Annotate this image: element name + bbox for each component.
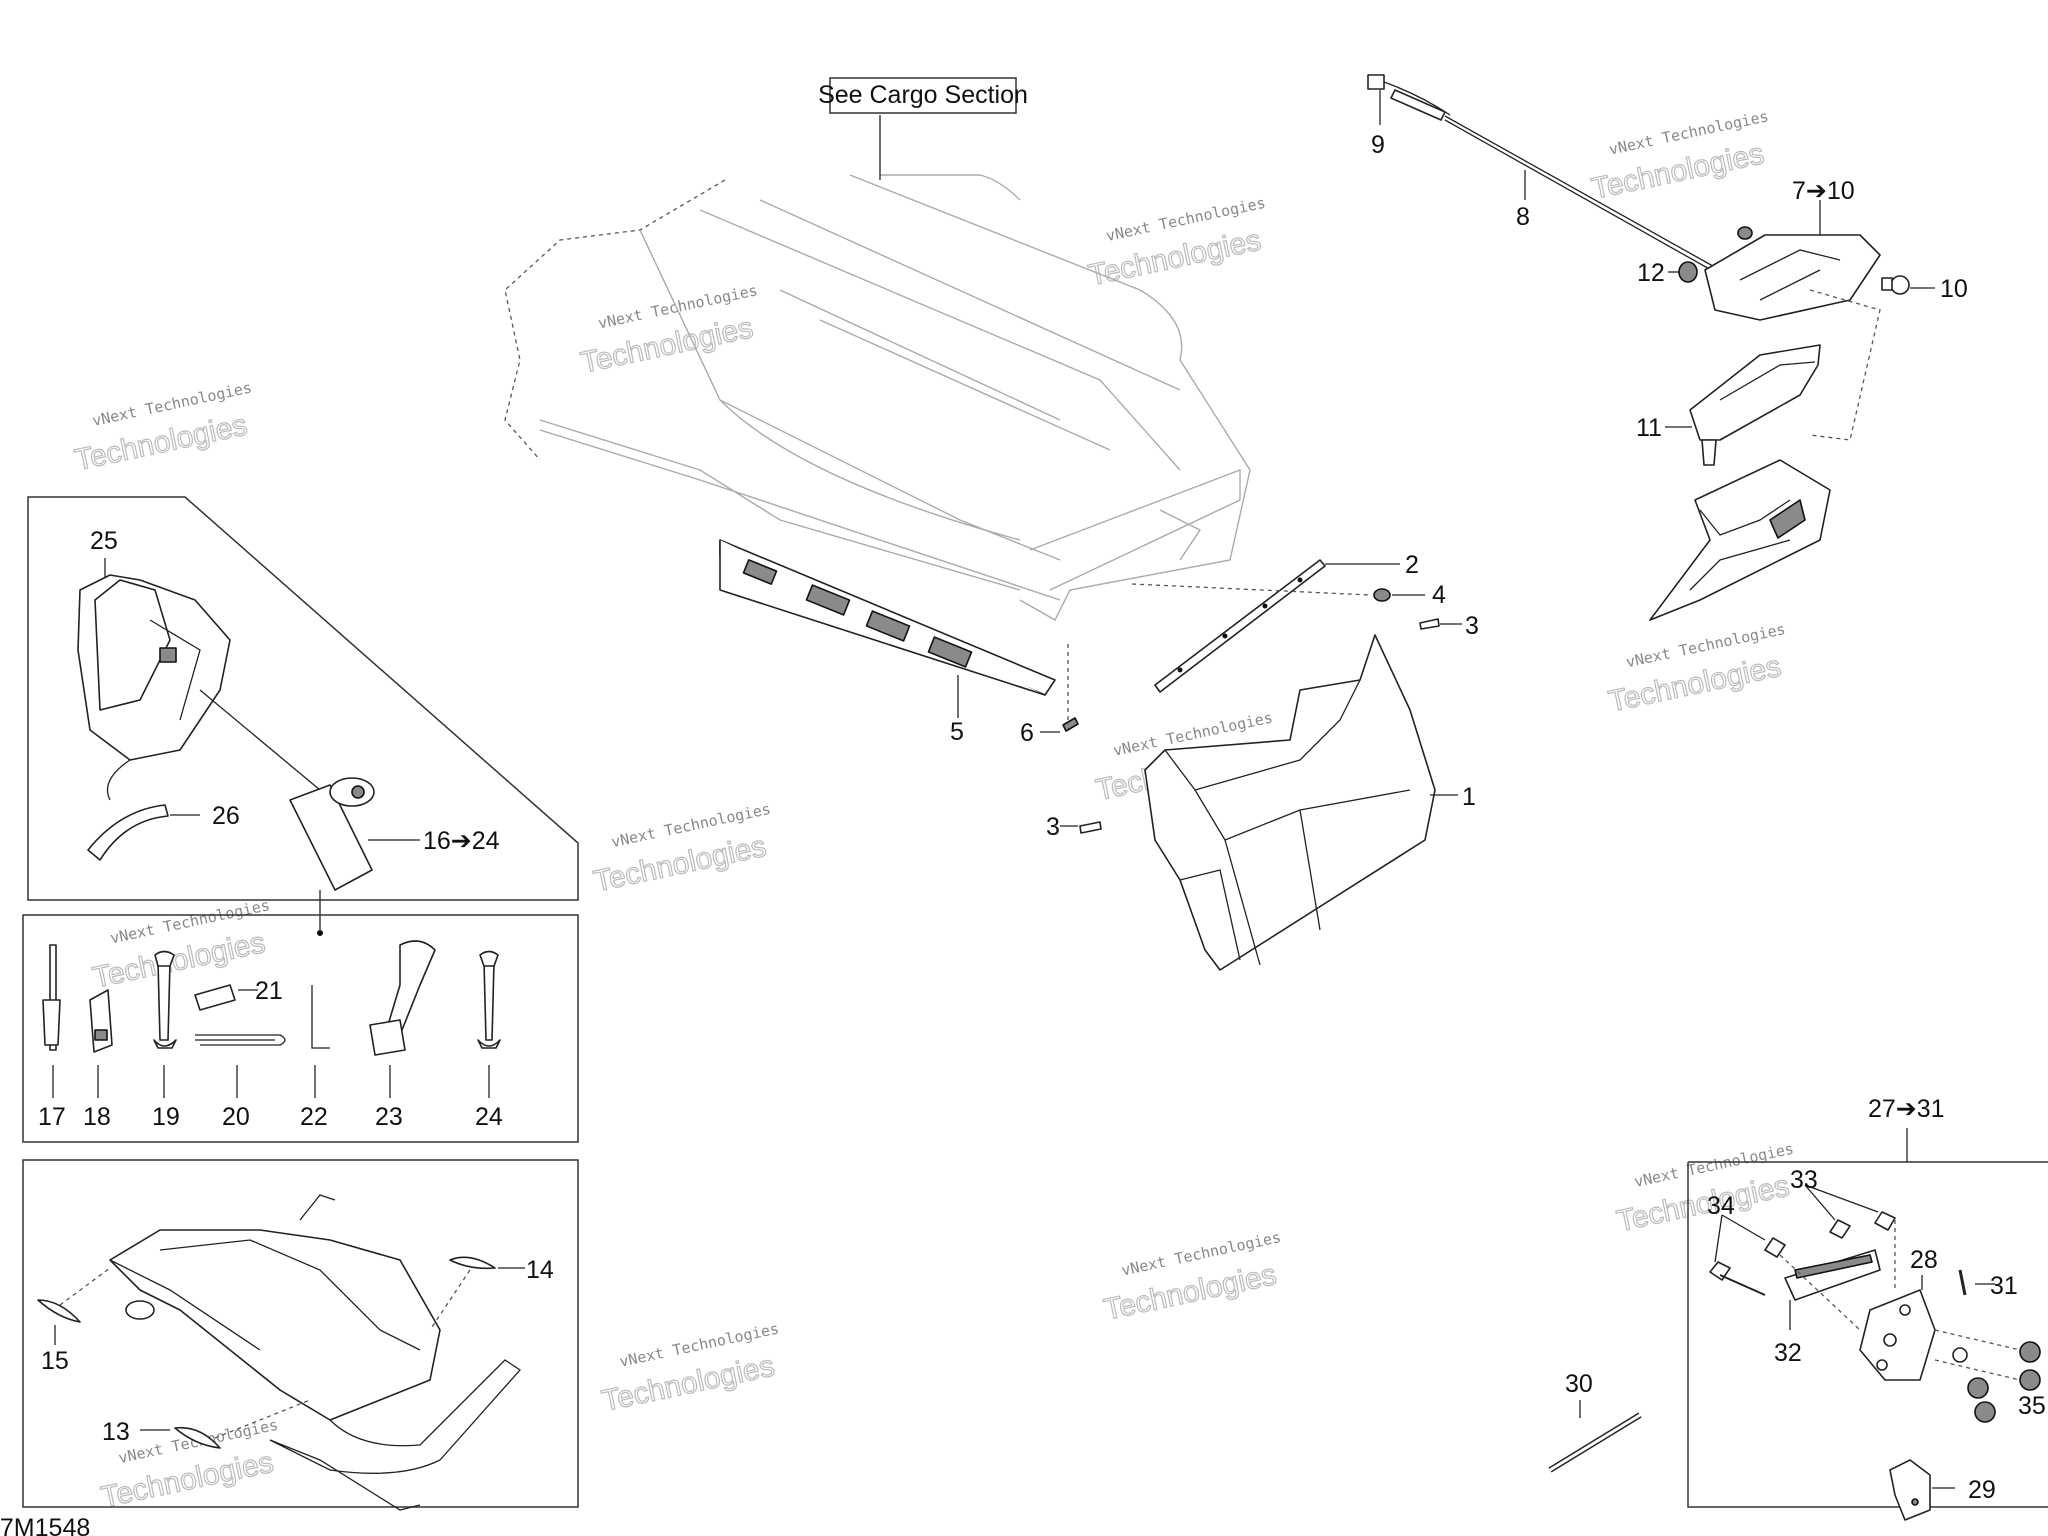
bolts-part-33 — [1804, 1184, 1896, 1239]
watermark-4: Technologies vNext Technologies — [1588, 107, 1770, 206]
tool-kit-panel — [27, 496, 579, 901]
callout-3-top: 3 — [1465, 612, 1479, 640]
callout-6: 6 — [1020, 719, 1034, 747]
watermark-10: Technologies vNext Technologies — [599, 1319, 781, 1418]
callout-13: 13 — [102, 1418, 130, 1446]
callout-31: 31 — [1990, 1272, 2018, 1300]
leader-dash — [1131, 583, 1371, 596]
watermark-6: Technologies vNext Technologies — [590, 800, 772, 899]
callout-27-31: 27➔31 — [1868, 1095, 1945, 1123]
rear-flap-part-1 — [1144, 634, 1458, 971]
bolts-part-34 — [1709, 1214, 1786, 1296]
rivet-part-6 — [1040, 640, 1079, 733]
wrench-part-19 — [153, 950, 177, 1098]
callout-12: 12 — [1637, 259, 1665, 287]
callout-11: 11 — [1636, 414, 1662, 442]
watermark-2: Technologies vNext Technologies — [577, 281, 759, 380]
callout-3-bottom: 3 — [1046, 813, 1060, 841]
watermark-1: Technologies vNext Technologies — [71, 378, 253, 477]
callout-30: 30 — [1565, 1370, 1593, 1398]
cargo-rack-ghost — [504, 115, 1251, 621]
lens-part-11 — [1665, 344, 1821, 466]
strap-part-26 — [87, 804, 200, 861]
callout-28: 28 — [1910, 1246, 1938, 1274]
callout-20: 20 — [222, 1103, 250, 1131]
callout-1: 1 — [1462, 783, 1476, 811]
pin-part-30 — [1548, 1400, 1642, 1473]
callout-29: 29 — [1968, 1476, 1996, 1504]
spark-plug-socket-part-18 — [89, 989, 113, 1098]
screwdriver-part-17 — [42, 944, 61, 1098]
washer-part-4 — [1373, 588, 1425, 602]
callout-15: 15 — [41, 1347, 69, 1375]
nuts-part-35 — [1934, 1329, 2041, 1423]
tool-bag-part-16-24 — [289, 777, 420, 936]
callout-25: 25 — [90, 527, 118, 555]
callout-4: 4 — [1432, 581, 1446, 609]
decal-part-13 — [140, 1399, 311, 1449]
svg-text:See Cargo Section: See Cargo Section — [818, 81, 1028, 109]
side-rail-part-5 — [719, 539, 1056, 718]
grommet-part-12 — [1668, 261, 1698, 283]
callout-17: 17 — [38, 1103, 66, 1131]
callout-35: 35 — [2018, 1392, 2046, 1420]
watermark-11: Technologies vNext Technologies — [1101, 1228, 1283, 1327]
watermark-8: Technologies vNext Technologies — [1605, 620, 1787, 719]
callout-18: 18 — [83, 1103, 111, 1131]
tools-panel — [22, 914, 579, 1143]
hex-key-part-22 — [311, 985, 330, 1098]
callout-14: 14 — [526, 1256, 554, 1284]
decal-part-14 — [429, 1256, 525, 1331]
wrench-part-24 — [477, 950, 501, 1098]
taillight-housing-part-7 — [1704, 200, 1881, 321]
leader-dash — [1779, 1220, 1896, 1331]
bracket-part-28 — [1859, 1275, 1936, 1381]
callout-16-24: 16➔24 — [423, 827, 500, 855]
bulb-part-10 — [1881, 275, 1935, 295]
callout-33: 33 — [1790, 1166, 1818, 1194]
callout-5: 5 — [950, 718, 964, 746]
drawing-number: 37M1548 — [0, 1514, 90, 1536]
callout-labels: 1 2 3 3 4 5 6 7➔10 8 9 10 11 12 13 14 15… — [38, 131, 2046, 1504]
callout-9: 9 — [1371, 131, 1385, 159]
watermark-12: Technologies vNext Technologies — [1613, 1140, 1795, 1239]
callout-23: 23 — [375, 1103, 403, 1131]
screw-part-3-bottom — [1060, 821, 1102, 834]
callout-19: 19 — [152, 1103, 180, 1131]
snowmobile-outline — [109, 1194, 521, 1511]
harness-part-8-9 — [1367, 74, 1721, 276]
hitch-plate-part-32 — [1784, 1249, 1881, 1330]
watermark-5: Technologies vNext Technologies — [89, 896, 271, 995]
callout-22: 22 — [300, 1103, 328, 1131]
cargo-section-reference[interactable]: See Cargo Section — [818, 77, 1028, 114]
callout-10: 10 — [1940, 275, 1968, 303]
callout-2: 2 — [1405, 551, 1419, 579]
callout-7-10: 7➔10 — [1792, 177, 1855, 205]
hook-part-29 — [1889, 1459, 1955, 1521]
decal-part-15 — [37, 1267, 111, 1345]
tail-bracket — [1649, 459, 1831, 621]
callout-8: 8 — [1516, 203, 1530, 231]
callout-26: 26 — [212, 802, 240, 830]
spring-pin-part-31 — [1958, 1269, 1995, 1296]
callout-24: 24 — [475, 1103, 503, 1131]
callout-21: 21 — [255, 977, 283, 1005]
callout-32: 32 — [1774, 1339, 1802, 1367]
clip-part-21 — [194, 984, 258, 1011]
leader-dash — [1809, 289, 1881, 441]
callout-34: 34 — [1707, 1192, 1735, 1220]
decals-panel — [22, 1159, 579, 1508]
tool-box-part-25 — [77, 558, 321, 801]
spanner-part-23 — [369, 940, 436, 1098]
wire-part-20 — [195, 1034, 286, 1098]
screw-part-3-top — [1419, 618, 1462, 630]
hinge-strip-part-2 — [1154, 559, 1400, 693]
